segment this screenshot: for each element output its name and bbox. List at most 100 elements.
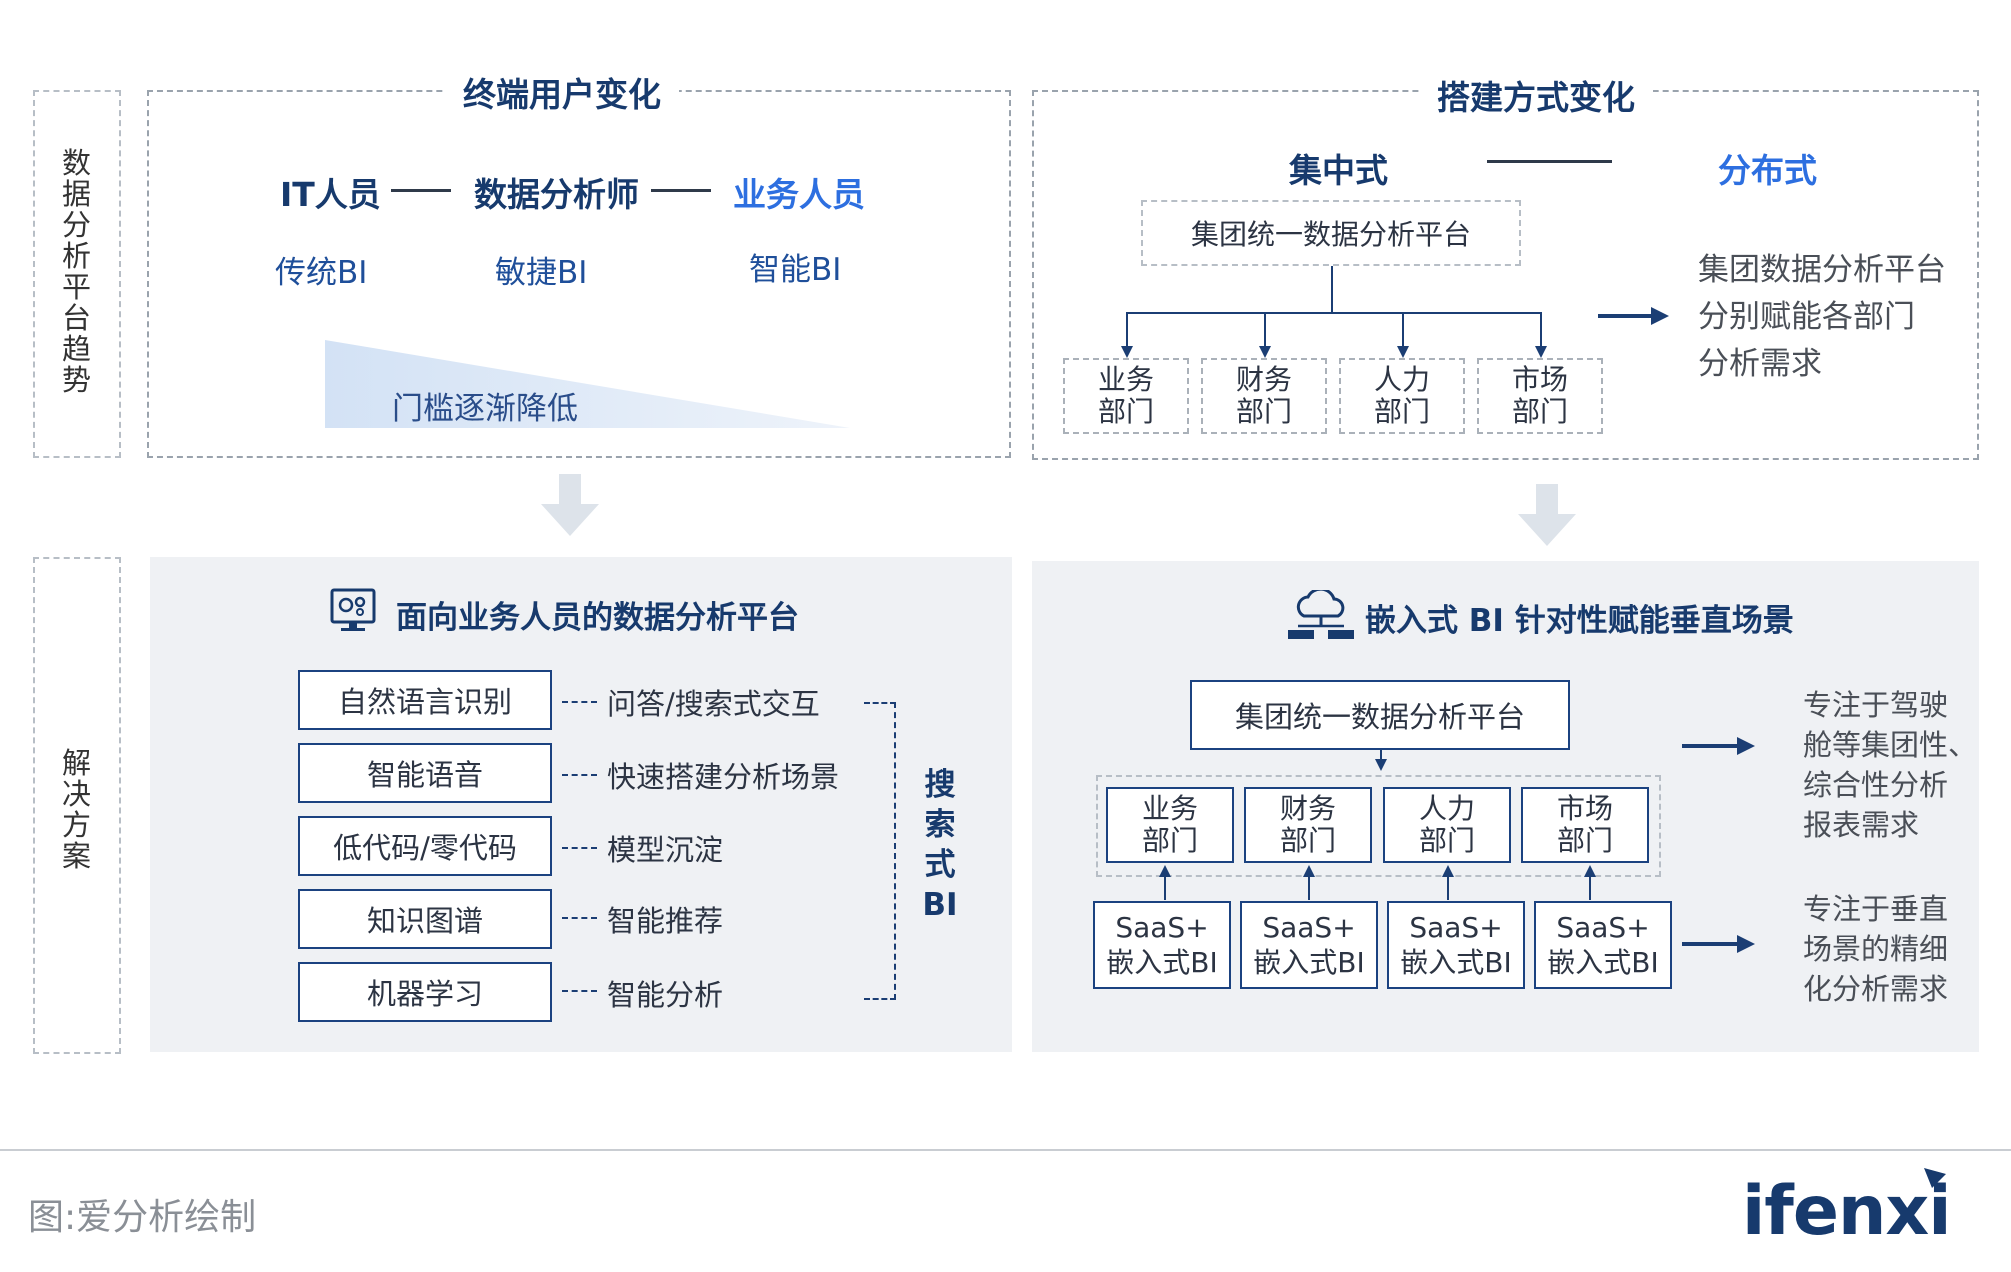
top-dept-2-l2: 部门 [1235, 395, 1292, 428]
saas-1-l1: SaaS+ [1115, 911, 1209, 944]
feature-dash-1 [562, 701, 597, 703]
tech-label-5: 机器学习 [366, 977, 483, 1011]
bottom-dept-3: 人力部门 [1383, 787, 1511, 863]
search-bi-c4: BI [922, 887, 958, 923]
bi-smart: 智能BI [749, 252, 842, 288]
note1-arrow-head [1737, 737, 1755, 755]
tech-label-4: 知识图谱 [366, 904, 483, 938]
trend-label: 数据分析平台趋势 [61, 148, 93, 396]
tech-label-3: 低代码/零代码 [333, 831, 517, 865]
note1-l1: 专注于驾驶 [1803, 688, 1949, 722]
threshold-wedge [325, 340, 850, 428]
feature-4: 智能推荐 [607, 904, 724, 938]
note1-l3: 综合性分析 [1803, 768, 1949, 802]
role-it: IT人员 [280, 175, 381, 214]
footer-divider [0, 1149, 2011, 1151]
note1-l4: 报表需求 [1803, 808, 1920, 842]
bottom-dept-3-l2: 部门 [1418, 824, 1475, 857]
feature-dash-5 [562, 990, 597, 992]
footer-source: 图:爱分析绘制 [28, 1197, 257, 1238]
note2-arrow-head [1737, 935, 1755, 953]
saas-4-l1: SaaS+ [1556, 911, 1650, 944]
top-note-arrow-shaft [1598, 314, 1654, 318]
saas-3-l2: 嵌入式BI [1400, 946, 1512, 979]
saas-arrow-3 [1442, 865, 1454, 877]
tech-box-1: 自然语言识别 [298, 670, 552, 730]
top-dept-2-l1: 财务 [1235, 363, 1292, 396]
bottom-dept-2-l1: 财务 [1279, 792, 1336, 825]
business-platform-panel [150, 557, 1012, 1052]
saas-2-l1: SaaS+ [1262, 911, 1356, 944]
note1-arrow-shaft [1682, 744, 1740, 748]
feature-1: 问答/搜索式交互 [607, 687, 820, 721]
top-dept-3: 人力部门 [1339, 358, 1465, 434]
saas-arrow-1 [1159, 865, 1171, 877]
bottom-dept-4: 市场部门 [1521, 787, 1649, 863]
user-change-title: 终端用户变化 [445, 68, 679, 116]
saas-1-l2: 嵌入式BI [1106, 946, 1218, 979]
search-bi-c1: 搜 [924, 767, 956, 803]
embedded-title: 嵌入式 BI 针对性赋能垂直场景 [1365, 603, 1794, 639]
embedded-note-2: 专注于垂直 场景的精细 化分析需求 [1803, 889, 1948, 1009]
top-dept-4-l1: 市场 [1511, 363, 1568, 396]
top-dept-1-l2: 部门 [1097, 395, 1154, 428]
tech-box-3: 低代码/零代码 [298, 816, 552, 876]
saas-arrow-2 [1303, 865, 1315, 877]
top-dept-3-l1: 人力 [1373, 363, 1430, 396]
feature-2: 快速搭建分析场景 [607, 760, 840, 794]
top-dept-3-l2: 部门 [1373, 395, 1430, 428]
feature-3: 模型沉淀 [607, 833, 724, 867]
tree-arrow-top-3 [1397, 346, 1409, 358]
top-note-arrow-head [1651, 307, 1669, 325]
saas-box-2: SaaS+嵌入式BI [1240, 901, 1378, 989]
saas-box-1: SaaS+嵌入式BI [1093, 901, 1231, 989]
note2-l2: 场景的精细 [1803, 932, 1949, 966]
note1-l2: 舱等集团性、 [1803, 728, 1978, 762]
saas-stem-2 [1308, 876, 1310, 900]
trend-label-box [33, 90, 121, 458]
tree-arrow-top-1 [1121, 346, 1133, 358]
solution-label-chars: 解决方案 [61, 746, 91, 873]
bottom-dept-4-l1: 市场 [1556, 792, 1613, 825]
saas-stem-3 [1447, 876, 1449, 900]
tech-label-1: 自然语言识别 [337, 685, 512, 719]
feature-5: 智能分析 [607, 978, 724, 1012]
top-note-l1: 集团数据分析平台 [1698, 252, 1946, 288]
role-business: 业务人员 [733, 175, 865, 214]
embedded-stem [1380, 750, 1382, 760]
saas-arrow-4 [1584, 865, 1596, 877]
search-bi-c2: 索 [924, 807, 956, 843]
feature-dash-2 [562, 774, 597, 776]
top-note-l2: 分别赋能各部门 [1698, 299, 1915, 335]
top-dept-2: 财务部门 [1201, 358, 1327, 434]
search-bi-label: 搜 索 式 BI [920, 765, 960, 925]
tree-arrow-top-4 [1535, 346, 1547, 358]
top-dept-4: 市场部门 [1477, 358, 1603, 434]
bottom-dept-4-l2: 部门 [1556, 824, 1613, 857]
role-connector-2 [651, 189, 711, 192]
role-analyst: 数据分析师 [474, 175, 639, 214]
saas-3-l1: SaaS+ [1409, 911, 1503, 944]
feature-dash-3 [562, 847, 597, 849]
down-arrow-right [1518, 484, 1576, 546]
note2-arrow-shaft [1682, 942, 1740, 946]
bi-agile: 敏捷BI [495, 255, 588, 291]
centralized-label: 集中式 [1289, 151, 1388, 190]
saas-box-4: SaaS+嵌入式BI [1534, 901, 1672, 989]
tree-leg-top-3 [1402, 312, 1404, 348]
top-platform-box: 集团统一数据分析平台 [1141, 200, 1521, 266]
tree-stem-top [1331, 266, 1333, 313]
saas-stem-1 [1164, 876, 1166, 900]
top-note-l3: 分析需求 [1698, 346, 1822, 382]
bottom-dept-2: 财务部门 [1244, 787, 1372, 863]
search-bi-bracket [864, 702, 896, 1000]
feature-dash-4 [562, 917, 597, 919]
bottom-dept-1-l1: 业务 [1141, 792, 1198, 825]
saas-stem-4 [1589, 876, 1591, 900]
down-arrow-left [541, 474, 599, 536]
tree-leg-top-1 [1126, 312, 1128, 348]
mode-connector [1487, 160, 1612, 163]
embedded-note-1: 专注于驾驶 舱等集团性、 综合性分析 报表需求 [1803, 685, 1977, 845]
tech-label-2: 智能语音 [366, 758, 483, 792]
top-dept-1-l1: 业务 [1097, 363, 1154, 396]
